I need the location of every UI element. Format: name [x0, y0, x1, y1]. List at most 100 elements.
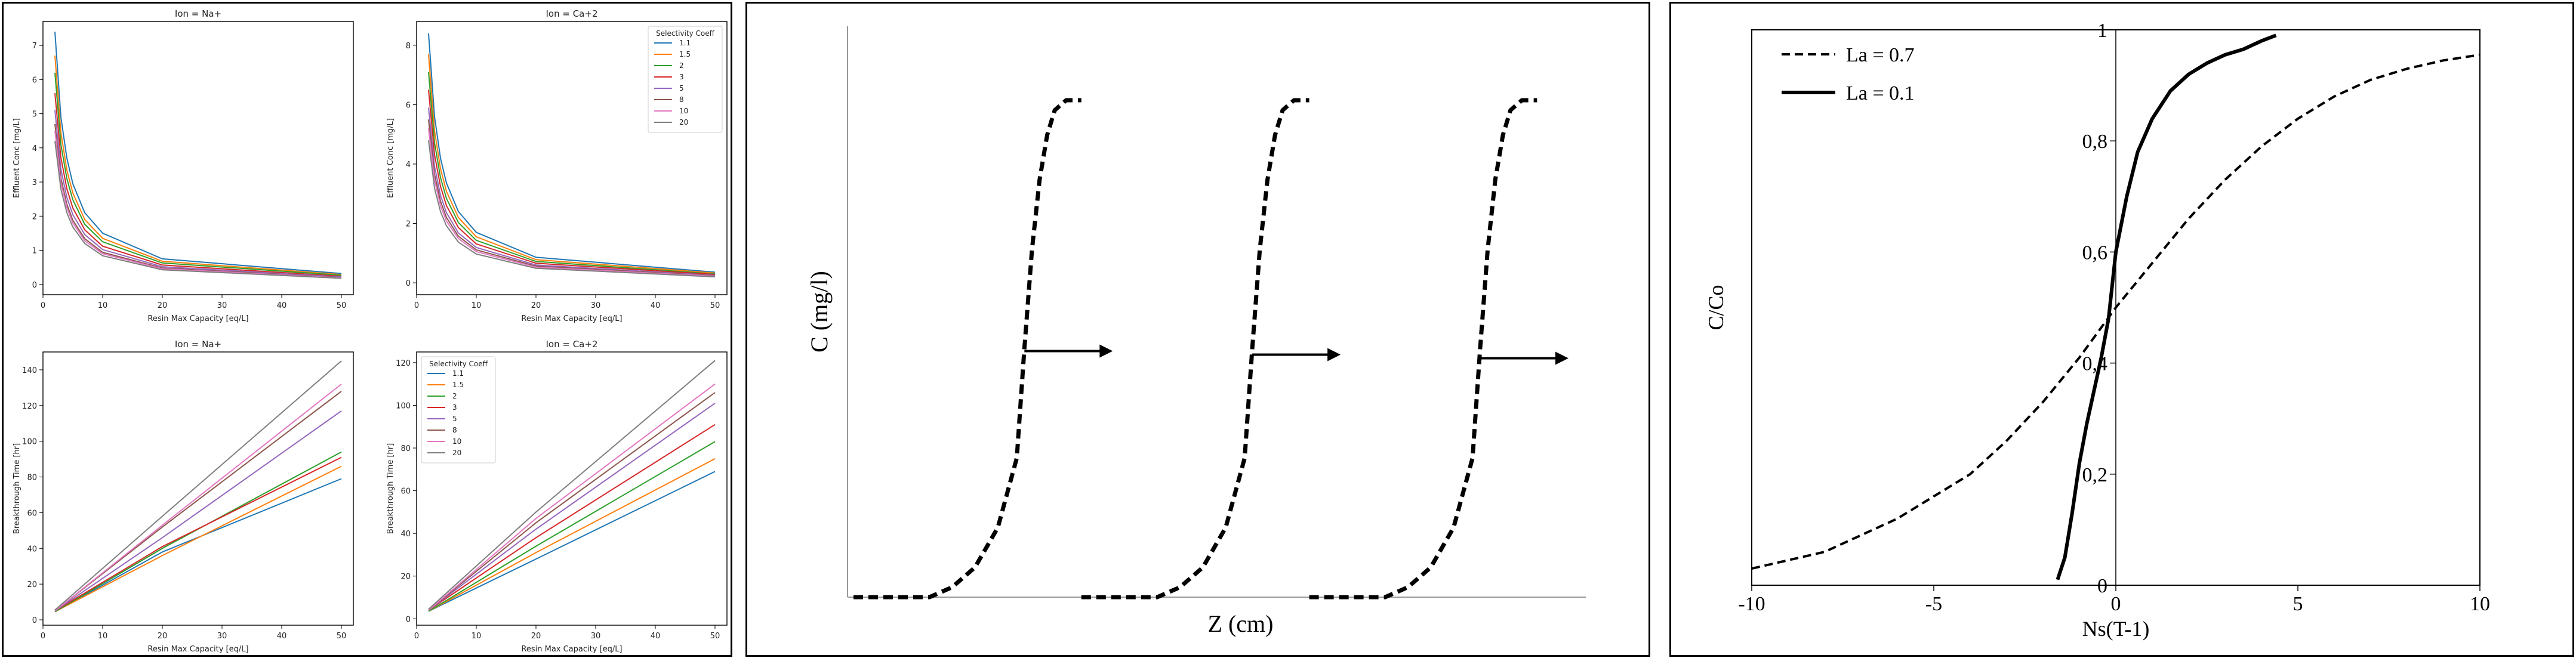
x-tick-label: 20 — [158, 632, 168, 641]
series-line-1.1 — [54, 32, 342, 274]
series-line-10 — [54, 384, 342, 611]
front-curve-2 — [1081, 98, 1309, 600]
y-axis-label: Breakthrough Time [hr] — [386, 443, 395, 534]
x-tick-label: 10 — [2470, 593, 2490, 615]
y-tick-label: 6 — [406, 101, 411, 110]
legend-entry: 20 — [452, 449, 461, 457]
series-line-10 — [428, 383, 716, 611]
legend-title: Selectivity Coeff — [429, 360, 488, 368]
series-line-8 — [54, 391, 342, 611]
x-axis-label: Resin Max Capacity [eq/L] — [147, 645, 248, 654]
y-axis-label: Effluent Conc [mg/L] — [13, 118, 21, 198]
y-tick-label: 0 — [32, 616, 37, 625]
x-axis-label: Z (cm) — [1208, 610, 1274, 637]
series-line-8 — [54, 123, 342, 279]
y-tick-label: 4 — [406, 160, 411, 169]
legend-entry: 10 — [679, 107, 688, 115]
series-line-3 — [54, 93, 342, 277]
x-tick-label: 5 — [2293, 593, 2303, 615]
x-axis-label: Resin Max Capacity [eq/L] — [521, 645, 622, 654]
y-tick-label: 2 — [32, 212, 37, 221]
legend-entry: La = 0.1 — [1846, 82, 1915, 104]
x-tick-label: 40 — [277, 632, 287, 641]
front-plot: C (mg/l)Z (cm) — [806, 26, 1586, 637]
y-tick-label: 60 — [27, 509, 37, 518]
x-axis-label: Resin Max Capacity [eq/L] — [147, 314, 248, 323]
series-line-1.5 — [54, 465, 342, 613]
panel-wave-front: C (mg/l)Z (cm) — [745, 2, 1650, 657]
legend-entry: 2 — [452, 392, 457, 400]
concentration-front-chart: C (mg/l)Z (cm) — [806, 26, 1586, 637]
series-line-20 — [428, 140, 716, 278]
x-tick-label: 20 — [158, 301, 168, 310]
y-tick-label: 120 — [396, 359, 411, 368]
legend-entry: 2 — [679, 61, 684, 70]
series-line-1.1 — [54, 478, 342, 613]
plot-frame — [42, 21, 354, 295]
x-tick-label: -10 — [1738, 593, 1765, 615]
legend-entry: 1.1 — [452, 369, 464, 378]
series-line-1.5 — [54, 55, 342, 276]
series-line-2 — [54, 72, 342, 276]
y-tick-label: 80 — [27, 474, 37, 483]
series-line-2 — [54, 451, 342, 613]
legend-entry: La = 0.7 — [1846, 44, 1915, 66]
panel-matplotlib-grid: Ion = Na+ Resin Max Capacity [eq/L] Efflue… — [2, 2, 732, 657]
y-tick-label: 6 — [32, 76, 37, 85]
y-tick-label: 100 — [396, 401, 411, 410]
y-tick-label: 100 — [22, 438, 37, 447]
legend-box — [421, 356, 496, 464]
series-line-1 — [1751, 53, 2481, 570]
x-tick-label: 30 — [591, 632, 601, 641]
subplot-title: Ion = Na+ — [175, 8, 221, 19]
series-line-8 — [428, 119, 716, 277]
x-tick-label: 50 — [710, 632, 720, 641]
legend-entry: 8 — [452, 426, 457, 434]
x-axis-label: Ns(T-1) — [2082, 617, 2150, 641]
series-line-8 — [428, 392, 716, 611]
y-tick-label: 7 — [32, 42, 37, 51]
y-tick-label: 60 — [400, 487, 411, 496]
y-tick-label: 0,2 — [2082, 464, 2108, 486]
series-line-20 — [428, 360, 716, 610]
series-line-1.5 — [428, 54, 716, 274]
x-tick-label: 10 — [98, 301, 108, 310]
legend-entry: 3 — [679, 73, 684, 81]
series-line-5 — [428, 107, 716, 276]
x-tick-label: 30 — [217, 632, 227, 641]
y-tick-label: 1 — [2097, 20, 2107, 42]
x-tick-label: 0 — [2111, 593, 2121, 615]
y-tick-label: 3 — [32, 178, 37, 187]
y-axis-label: Effluent Conc [mg/L] — [386, 118, 395, 198]
y-axis-label: Breakthrough Time [hr] — [13, 443, 21, 534]
x-tick-label: 40 — [277, 301, 287, 310]
y-tick-label: 0 — [406, 615, 411, 624]
plot-frame — [416, 21, 728, 295]
series-line-2 — [2056, 33, 2277, 580]
legend-entry: 1.5 — [452, 381, 464, 389]
subplot-title: Ion = Ca+2 — [546, 339, 598, 350]
legend-entry: 1.1 — [679, 39, 691, 47]
legend-entry: 8 — [679, 95, 684, 104]
y-tick-label: 0,4 — [2082, 353, 2108, 375]
x-tick-label: 50 — [337, 301, 347, 310]
x-tick-label: 0 — [414, 632, 419, 641]
subplot-3: Ion = Na+Resin Max Capacity [eq/L]Breakt… — [13, 339, 354, 654]
propagation-arrow-head — [1099, 344, 1113, 358]
legend-entry: 20 — [679, 118, 688, 126]
series-line-3 — [54, 456, 342, 611]
y-tick-label: 0,8 — [2082, 131, 2108, 153]
series-line-10 — [54, 131, 342, 279]
subplot-title: Ion = Ca+2 — [546, 8, 598, 19]
y-tick-label: 140 — [22, 366, 37, 375]
x-tick-label: 20 — [531, 632, 541, 641]
x-tick-label: 30 — [591, 301, 601, 310]
subplot-1: Ion = Na+ Resin Max Capacity [eq/L] Efflue… — [13, 8, 354, 323]
legend-entry: 5 — [452, 415, 457, 423]
y-tick-label: 120 — [22, 402, 37, 411]
